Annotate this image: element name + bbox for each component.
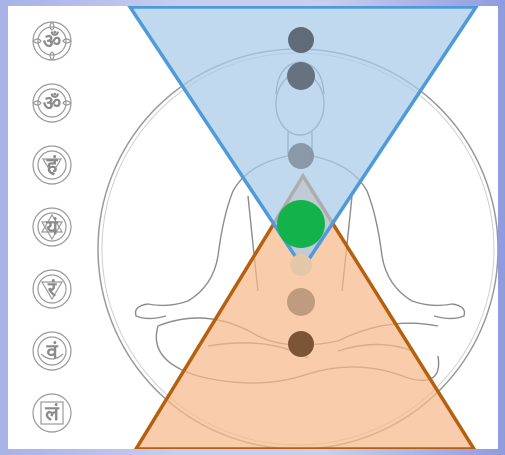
- chakra-dot-sacral: [287, 288, 315, 316]
- chakra-dot-throat: [288, 143, 314, 169]
- chakra-dot-heart: [277, 200, 325, 248]
- illustration-panel: ॐ ॐ हं यं रं वं लं: [8, 6, 498, 449]
- chakra-dot-solar-plexus: [290, 254, 312, 276]
- meditation-diagram: [8, 6, 498, 449]
- chakra-dot-crown: [288, 27, 314, 53]
- chakra-dot-third-eye: [287, 62, 315, 90]
- chakra-dot-root: [288, 331, 314, 357]
